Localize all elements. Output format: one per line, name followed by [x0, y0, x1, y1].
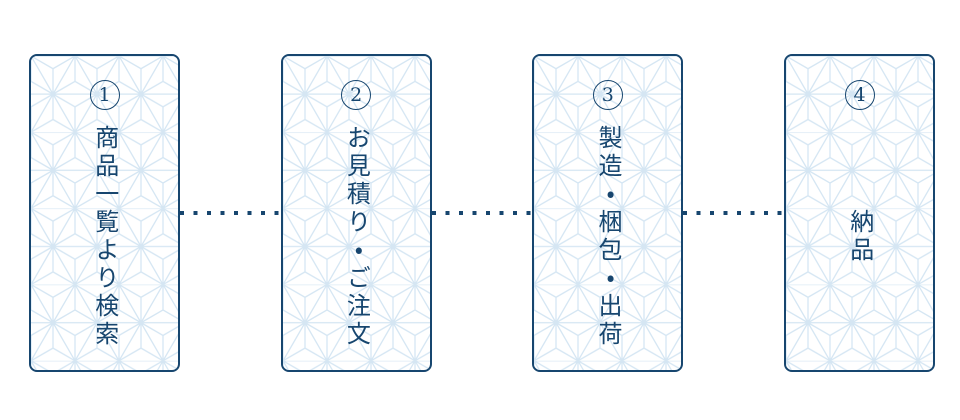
step-number-badge: 4 [844, 80, 875, 110]
step-number: 1 [98, 83, 111, 106]
step-number-badge: 1 [89, 80, 120, 110]
step-number-badge: 2 [341, 80, 372, 110]
step-label-wrap: お見積り・ご注文 [342, 110, 371, 370]
step-content: 3 製造・梱包・出荷 [534, 56, 681, 370]
flow-step-card-1: 1 商品一覧より検索 [29, 54, 180, 372]
step-number: 3 [601, 83, 614, 106]
step-content: 2 お見積り・ご注文 [283, 56, 430, 370]
step-label: お見積り・ご注文 [342, 125, 371, 349]
step-label: 納品 [845, 209, 874, 265]
step-label-wrap: 製造・梱包・出荷 [594, 110, 623, 370]
step-label-wrap: 商品一覧より検索 [90, 110, 119, 370]
step-number: 4 [853, 83, 866, 106]
step-label: 商品一覧より検索 [90, 125, 119, 349]
flow-step-card-4: 4 納品 [784, 54, 936, 372]
dotted-connector [431, 211, 533, 215]
order-flow-diagram: 1 商品一覧より検索 2 お見積り・ご注文 3 [29, 54, 936, 372]
step-number: 2 [350, 83, 363, 106]
step-number-badge: 3 [592, 80, 623, 110]
flow-step-card-3: 3 製造・梱包・出荷 [532, 54, 684, 372]
step-label: 製造・梱包・出荷 [594, 125, 623, 349]
flow-step-card-2: 2 お見積り・ご注文 [280, 54, 432, 372]
dotted-connector [683, 211, 785, 215]
step-label-wrap: 納品 [845, 110, 874, 370]
step-content: 1 商品一覧より検索 [31, 56, 178, 370]
dotted-connector [180, 211, 281, 215]
step-content: 4 納品 [786, 56, 933, 370]
